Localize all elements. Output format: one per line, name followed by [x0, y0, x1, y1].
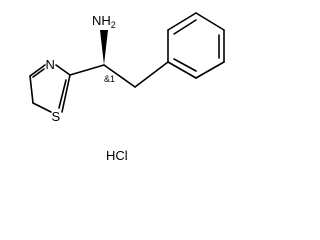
- bond-ph-6-1: [167, 61, 197, 79]
- amine-label: NH2: [92, 13, 116, 30]
- wedge-bond: [100, 30, 108, 65]
- bond-c5-s1: [32, 102, 52, 113]
- bond-n3-c4: [29, 64, 46, 77]
- bond-ph-5-6: [195, 61, 225, 79]
- bonds: [29, 12, 225, 113]
- thiazole-s-label: S: [52, 109, 61, 124]
- bond-ph-inner-c: [173, 58, 197, 72]
- bond-ph-3-4: [195, 12, 225, 31]
- stereo-label: &1: [104, 74, 115, 84]
- bond-ph-inner-a: [173, 19, 197, 35]
- bond-ph-2-3: [167, 12, 197, 31]
- amine-h-count: 2: [111, 20, 116, 30]
- thiazole-n-label: N: [46, 57, 55, 72]
- structure-diagram: NH2 N S &1 HCl: [29, 12, 225, 163]
- bond-n3-c4-inner: [32, 68, 45, 78]
- amine-symbol: NH: [92, 13, 111, 28]
- bond-s1-c2: [61, 74, 71, 113]
- salt-label: HCl: [106, 148, 128, 163]
- bond-c4-c5: [29, 75, 34, 104]
- bond-c2-s1-inner: [58, 79, 67, 109]
- bond-chiral-ch2: [103, 64, 136, 88]
- bond-c2-chiral: [69, 64, 105, 76]
- bond-ch2-phenyl: [134, 61, 169, 88]
- bond-c2-n3: [55, 64, 71, 76]
